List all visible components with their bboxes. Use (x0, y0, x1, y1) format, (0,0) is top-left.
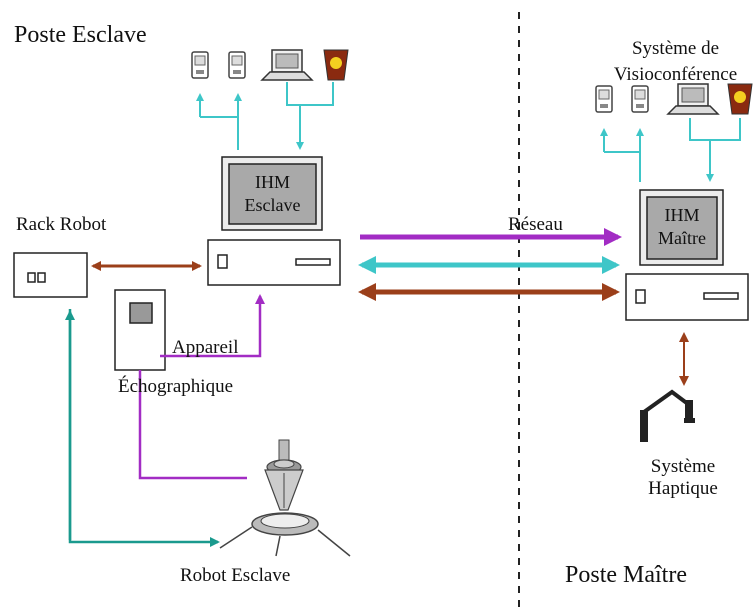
master-station-title: Poste Maître (565, 562, 687, 588)
visio-line2: Visioconférence (613, 64, 738, 85)
ultrasound-label-line1: Appareil (172, 337, 239, 358)
ultrasound-device-icon (114, 289, 166, 371)
pda-icon (191, 51, 209, 79)
pda-icon (228, 51, 246, 79)
slave-computer-unit (207, 239, 341, 286)
haptic-line1: Système (650, 456, 716, 477)
connector-ultrasound-robot (138, 370, 247, 480)
robot-label: Robot Esclave (180, 565, 291, 586)
slave-hmi-monitor (221, 156, 323, 231)
rack-robot-box (13, 252, 88, 298)
webcam-icon (727, 83, 753, 115)
webcam-icon (323, 49, 349, 81)
haptic-label: Système Haptique (628, 456, 738, 500)
pda-icon (631, 85, 649, 113)
computer-icon (260, 49, 314, 81)
connector-ultrasound-slave (160, 294, 265, 358)
slave-robot-icon (219, 439, 351, 557)
master-hmi-line1: IHM (664, 205, 700, 225)
pda-icon (595, 85, 613, 113)
ultrasound-label-line2: Échographique (118, 376, 234, 397)
master-hmi-line2: Maître (658, 228, 706, 248)
haptic-arm-icon (640, 389, 695, 442)
master-computer-unit (625, 273, 749, 321)
connector-visio-slave (286, 82, 334, 106)
connector-pda-master (604, 151, 641, 182)
visio-line1: Système de (631, 38, 720, 59)
master-hmi-monitor (639, 189, 724, 266)
rack-robot-label: Rack Robot (16, 214, 107, 235)
slave-station-title: Poste Esclave (14, 22, 147, 48)
connector-pda-slave (200, 116, 239, 150)
haptic-line2: Haptique (648, 478, 718, 499)
slave-hmi-line1: IHM (255, 172, 290, 192)
slave-hmi-label: IHM Esclave (229, 171, 316, 217)
computer-icon (666, 83, 720, 115)
slave-hmi-line2: Esclave (244, 195, 301, 215)
visio-label: Système de Visioconférence (596, 38, 755, 86)
master-hmi-label: IHM Maître (647, 204, 717, 250)
connector-visio-master (689, 118, 741, 141)
network-label: Réseau (508, 214, 563, 235)
